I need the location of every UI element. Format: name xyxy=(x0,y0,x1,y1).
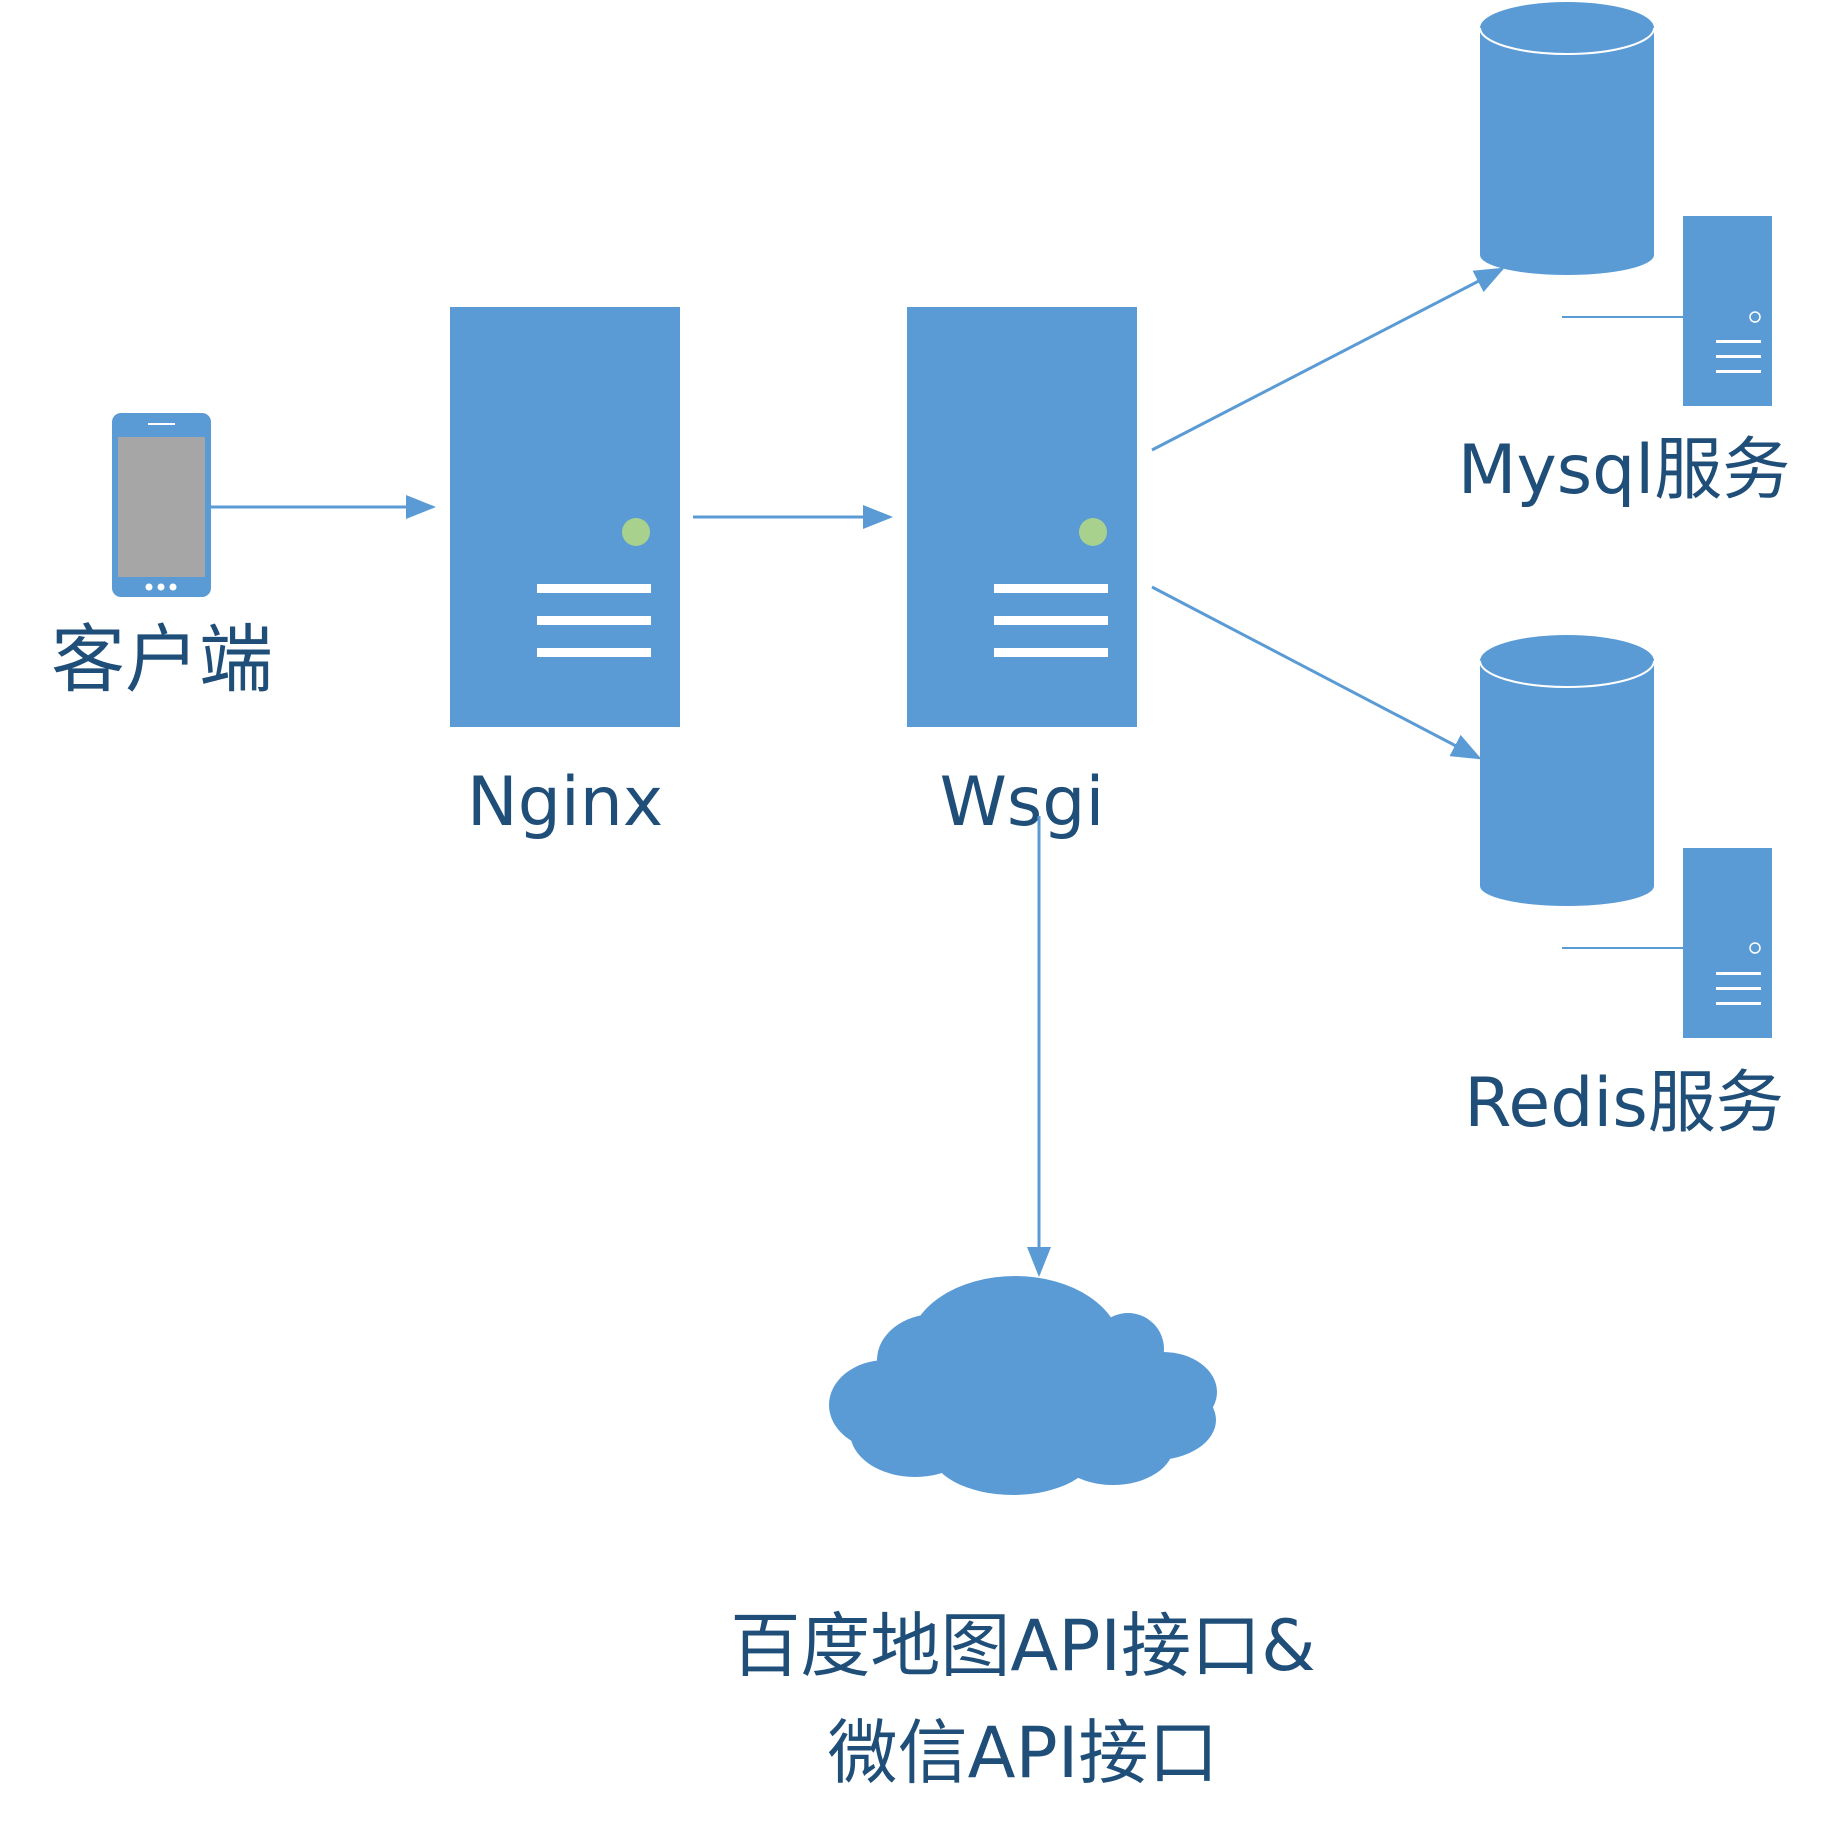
mysql-label: Mysql服务 xyxy=(1458,431,1790,510)
database-cylinder-icon xyxy=(1479,2,1655,275)
wsgi-server-icon xyxy=(907,307,1137,727)
external-api-label-line2: 微信API接口 xyxy=(828,1712,1219,1794)
external-api-label-line1: 百度地图API接口& xyxy=(730,1605,1315,1687)
cloud-icon xyxy=(829,1276,1217,1495)
server-tower-icon xyxy=(1683,216,1772,406)
wsgi-node: Wsgi xyxy=(907,307,1137,842)
mysql-node: Mysql服务 xyxy=(1458,2,1790,510)
server-tower-icon xyxy=(1683,848,1772,1038)
wsgi-label: Wsgi xyxy=(940,763,1105,842)
redis-node: Redis服务 xyxy=(1464,635,1784,1143)
client-node: 客户端 xyxy=(51,413,273,703)
redis-label: Redis服务 xyxy=(1464,1064,1784,1143)
arrow-wsgi-to-mysql xyxy=(1151,267,1505,452)
arrow-wsgi-to-redis xyxy=(1151,585,1482,760)
client-label: 客户端 xyxy=(51,617,273,703)
external-api-node: 百度地图API接口& 微信API接口 xyxy=(730,1276,1316,1794)
nginx-node: Nginx xyxy=(450,307,680,842)
edges xyxy=(211,267,1505,1277)
smartphone-icon xyxy=(112,413,211,597)
database-cylinder-icon xyxy=(1479,635,1655,906)
nginx-server-icon xyxy=(450,307,680,727)
nginx-label: Nginx xyxy=(467,763,663,842)
